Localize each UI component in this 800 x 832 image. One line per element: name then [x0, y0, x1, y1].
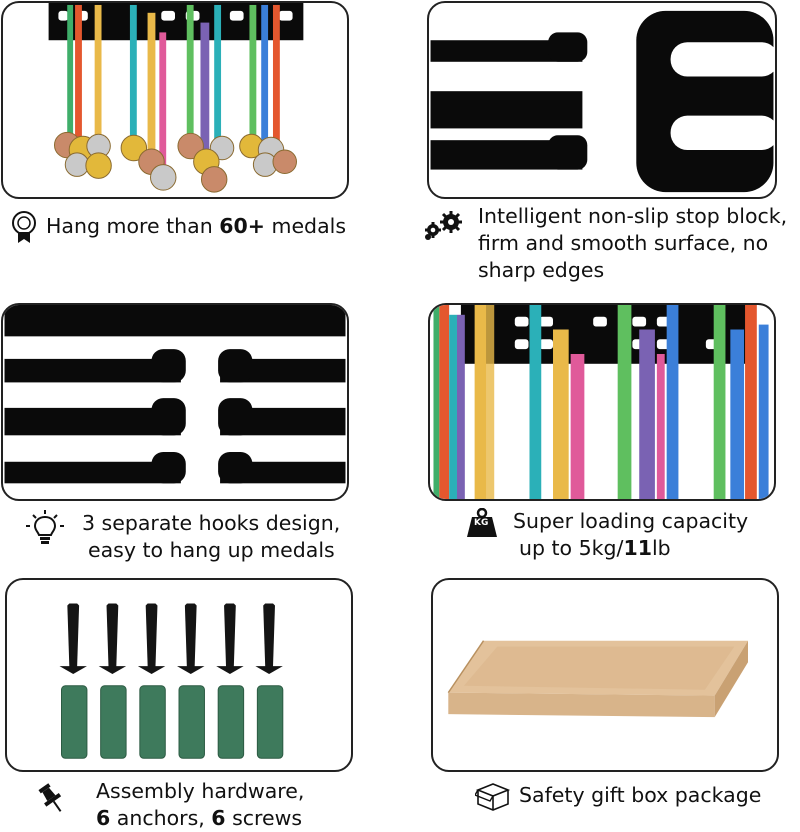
pushpin-icon	[38, 782, 66, 816]
stop-block-image	[427, 1, 777, 199]
ribbons-image	[428, 303, 776, 501]
gift-box-illustration	[447, 640, 748, 718]
stop-block-caption: Intelligent non-slip stop block, firm an…	[478, 204, 788, 282]
ribbons-illustration	[433, 305, 769, 499]
lightbulb-icon	[26, 510, 64, 546]
medal-rack-illustration	[48, 3, 304, 193]
medals-image	[1, 1, 349, 199]
stop-block-illustration	[430, 10, 775, 193]
weight-icon	[466, 508, 498, 538]
gift-box-image	[431, 578, 779, 772]
hardware-caption: Assembly hardware, 6 anchors, 6 screws	[96, 779, 305, 830]
award-icon	[10, 210, 38, 244]
hardware-image	[5, 578, 353, 772]
weight-icon-label: KG	[474, 518, 489, 528]
hooks-caption: 3 separate hooks design, easy to hang up…	[82, 511, 341, 562]
medals-caption: Hang more than 60+ medals	[46, 214, 347, 238]
gears-icon	[422, 210, 464, 240]
hardware-illustration	[59, 603, 284, 759]
box-icon	[475, 781, 511, 811]
hooks-image	[1, 303, 349, 501]
loading-caption: Super loading capacity up to 5kg/11lb	[513, 509, 749, 560]
hooks-illustration	[4, 305, 346, 484]
gift-box-caption: Safety gift box package	[519, 783, 762, 807]
